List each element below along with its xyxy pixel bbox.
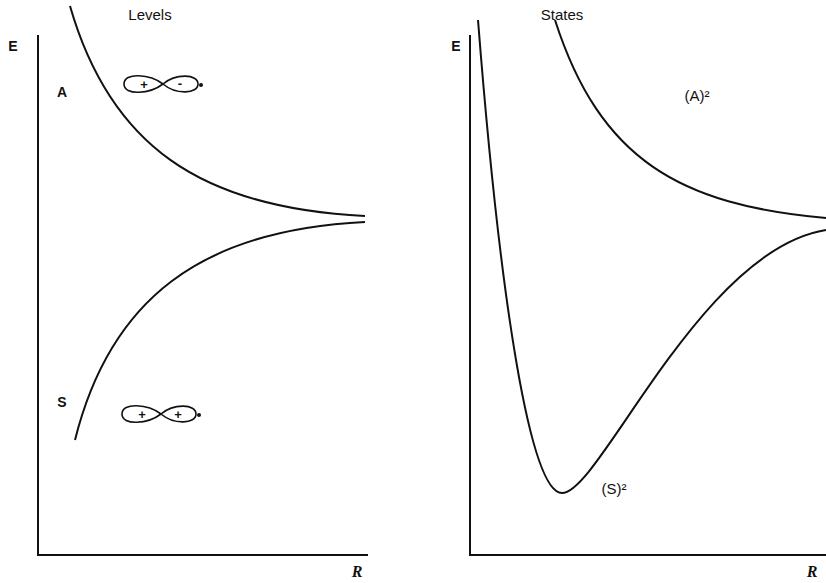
orbital-lobe (124, 76, 163, 93)
state-label: (A)² (685, 88, 710, 103)
antibonding-level-curve (70, 6, 365, 216)
axis-label: E (451, 39, 460, 53)
bonding-state-curve (478, 20, 826, 493)
phase-sign: - (178, 77, 182, 90)
axis-label: E (8, 39, 17, 53)
antibonding-state-curve (555, 20, 826, 218)
axis-label: R (352, 564, 363, 580)
level-label: S (57, 395, 66, 409)
orbital-lobe (122, 406, 161, 423)
bonding-level-curve (75, 222, 365, 440)
phase-sign: + (138, 408, 146, 421)
nucleus-dot (199, 83, 203, 87)
axes (470, 35, 826, 555)
phase-sign: + (140, 78, 148, 91)
orbital-lobe (163, 76, 198, 92)
phase-sign: + (174, 408, 182, 421)
panel-heading: Levels (128, 7, 171, 22)
orbital-lobe (161, 406, 196, 422)
panel-heading: States (541, 7, 584, 22)
state-label: (S)² (602, 481, 627, 496)
axes (38, 35, 368, 555)
nucleus-dot (197, 413, 201, 417)
level-label: A (57, 85, 67, 99)
axis-label: R (807, 564, 818, 580)
